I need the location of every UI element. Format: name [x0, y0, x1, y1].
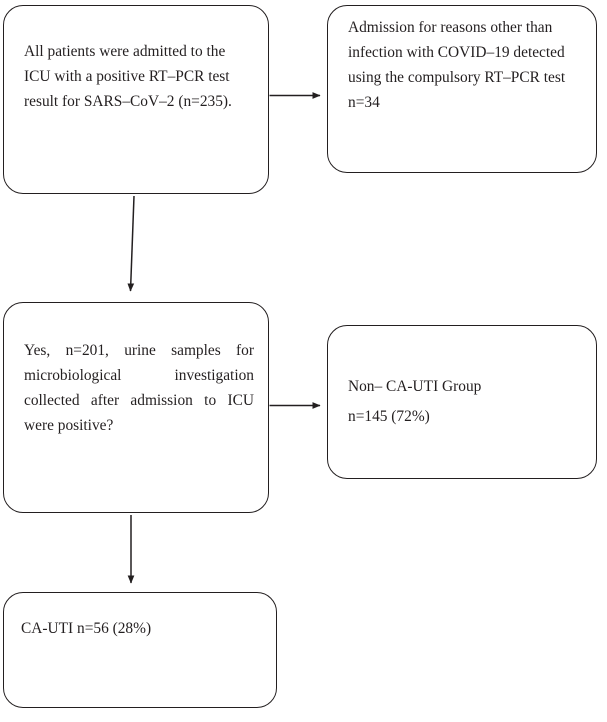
non-ca-uti-group-count: n=145 (72%)	[348, 408, 430, 425]
arrow-screening-to-eligible	[127, 195, 135, 292]
excluded-box	[327, 5, 597, 173]
eligible-box	[3, 302, 269, 513]
non-ca-uti-group-box	[327, 325, 597, 479]
excluded-box-label: Admission for reasons other than infecti…	[348, 19, 566, 111]
screening-box	[3, 5, 269, 194]
ca-uti-group-label: CA-UTI n=56 (28%)	[21, 620, 152, 637]
eligible-box-label: Yes, n=201, urine samples for microbiolo…	[24, 342, 254, 434]
screening-box-label: All patients were admitted to the ICU wi…	[24, 43, 234, 110]
non-ca-uti-group-title: Non– CA-UTI Group	[348, 378, 482, 395]
ca-uti-group-box	[3, 592, 277, 708]
